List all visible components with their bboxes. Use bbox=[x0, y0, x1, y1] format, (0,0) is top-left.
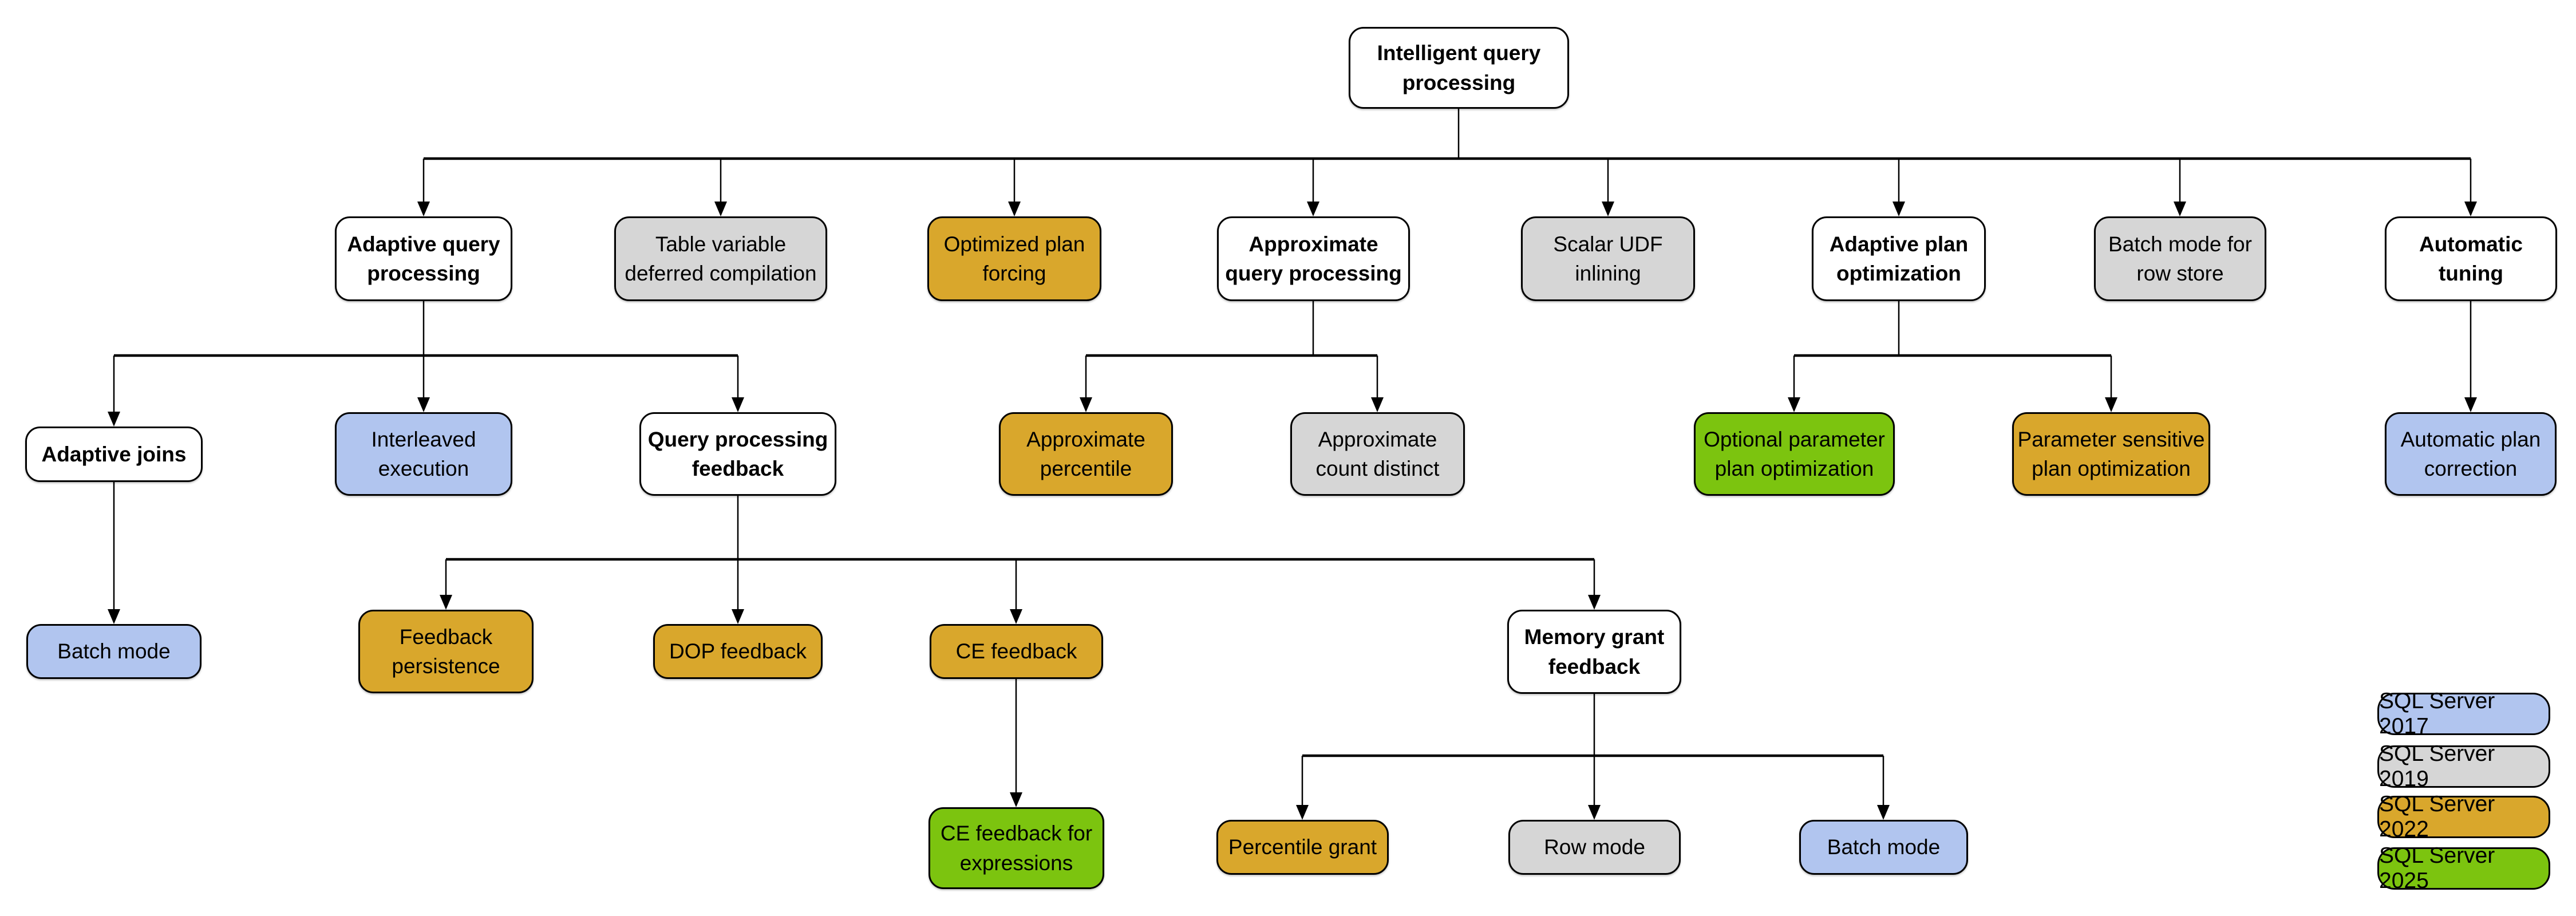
node-optional-parameter-plan-optimization: Optional parameter plan optimization bbox=[1694, 412, 1895, 496]
node-approximate-percentile: Approximate percentile bbox=[999, 412, 1173, 496]
node-query-processing-feedback: Query processing feedback bbox=[639, 412, 836, 496]
node-ce-feedback-for-expressions: CE feedback for expressions bbox=[929, 807, 1104, 889]
node-parameter-sensitive-plan-optimization: Parameter sensitive plan optimization bbox=[2012, 412, 2210, 496]
legend-sql-server-2019: SQL Server 2019 bbox=[2377, 741, 2550, 791]
legend-sql-server-2022: SQL Server 2022 bbox=[2377, 792, 2550, 842]
node-optimized-plan-forcing: Optimized plan forcing bbox=[927, 216, 1101, 301]
node-scalar-udf-inlining: Scalar UDF inlining bbox=[1521, 216, 1695, 301]
node-dop-feedback: DOP feedback bbox=[653, 624, 823, 679]
node-batch-mode-adaptive-joins: Batch mode bbox=[26, 624, 202, 679]
node-interleaved-execution: Interleaved execution bbox=[335, 412, 512, 496]
node-intelligent-query-processing: Intelligent query processing bbox=[1349, 27, 1569, 109]
node-batch-mode-for-row-store: Batch mode for row store bbox=[2094, 216, 2266, 301]
node-ce-feedback: CE feedback bbox=[930, 624, 1103, 679]
node-adaptive-query-processing: Adaptive query processing bbox=[335, 216, 512, 301]
node-adaptive-plan-optimization: Adaptive plan optimization bbox=[1812, 216, 1986, 301]
node-approximate-count-distinct: Approximate count distinct bbox=[1290, 412, 1465, 496]
node-percentile-grant: Percentile grant bbox=[1216, 820, 1389, 875]
node-batch-mode-memory-grant: Batch mode bbox=[1799, 820, 1968, 875]
node-row-mode: Row mode bbox=[1508, 820, 1681, 875]
node-feedback-persistence: Feedback persistence bbox=[358, 610, 534, 693]
legend-sql-server-2025: SQL Server 2025 bbox=[2377, 843, 2550, 893]
node-table-variable-deferred-compilation: Table variable deferred compilation bbox=[614, 216, 827, 301]
node-memory-grant-feedback: Memory grant feedback bbox=[1507, 610, 1681, 694]
node-approximate-query-processing: Approximate query processing bbox=[1217, 216, 1410, 301]
arrowheads bbox=[108, 202, 2477, 820]
legend-sql-server-2017: SQL Server 2017 bbox=[2377, 689, 2550, 739]
node-adaptive-joins: Adaptive joins bbox=[25, 427, 203, 482]
node-automatic-tuning: Automatic tuning bbox=[2385, 216, 2557, 301]
node-automatic-plan-correction: Automatic plan correction bbox=[2385, 412, 2557, 496]
